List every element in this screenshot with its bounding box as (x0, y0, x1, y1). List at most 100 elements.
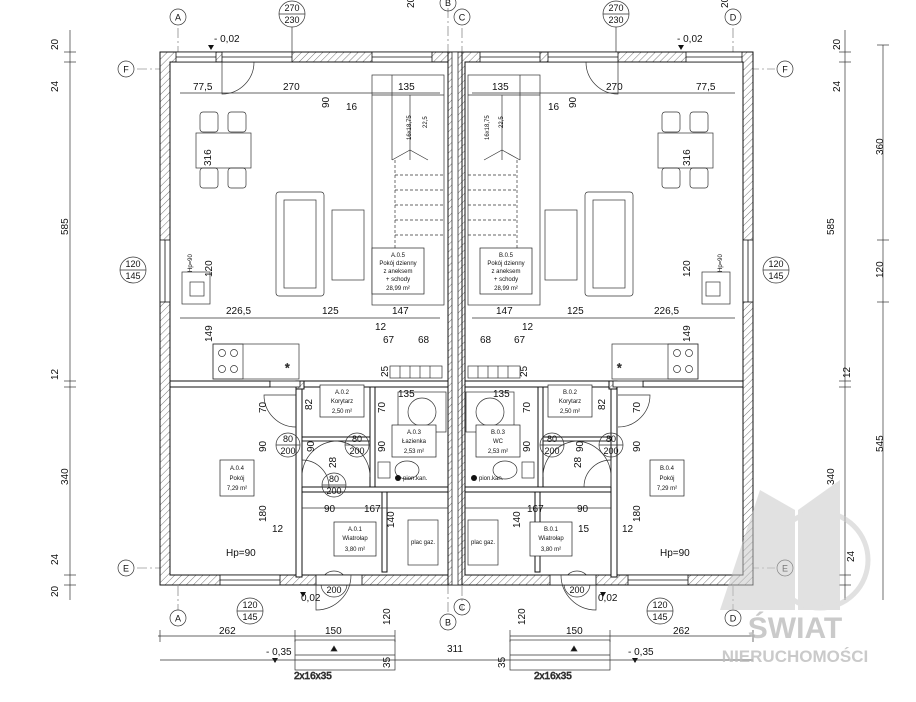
dim-left-20a: 20 (50, 38, 61, 50)
svg-text:B.0.5: B.0.5 (499, 253, 514, 259)
dim-90-r3: 90 (575, 440, 586, 452)
dim-12-r: 12 (522, 322, 534, 333)
svg-text:D: D (730, 13, 737, 23)
dim-147-right: 147 (496, 306, 513, 317)
dim-16-right: 16 (548, 102, 560, 113)
dimension-chain-right (839, 30, 889, 600)
svg-text:270: 270 (284, 3, 299, 13)
svg-text:80: 80 (606, 434, 616, 444)
grid-bubble-b-top: B (439, 0, 457, 12)
dim-70-r2: 70 (632, 401, 643, 413)
stair-22-right: 22,5 (499, 116, 505, 128)
door-bubble-2: 80 200 (344, 432, 370, 458)
sink-right (701, 271, 731, 305)
dim-90-r2: 90 (522, 440, 533, 452)
svg-text:Łazienka: Łazienka (402, 439, 427, 445)
grid-bubble-c-bottom: C (453, 598, 471, 616)
room-label-a03: A.0.3 Łazienka 2,53 m² (391, 424, 437, 458)
dim-90-l1: 90 (321, 96, 332, 108)
svg-text:Wiatrołap: Wiatrołap (342, 536, 368, 542)
door-bubble-1: 80 200 (275, 432, 301, 458)
dim-left-20b: 20 (50, 585, 61, 597)
svg-text:E: E (123, 564, 129, 574)
interior-door-swings (263, 394, 651, 488)
svg-text:Pokój: Pokój (229, 476, 244, 482)
svg-text:0,02: 0,02 (301, 593, 321, 604)
svg-text:80: 80 (352, 434, 362, 444)
level-marker-bottom-right: 0,02 (598, 592, 618, 604)
grid-bubble-d-top: D (724, 8, 742, 26)
dim-149-l: 149 (204, 325, 215, 342)
dim-135-left: 135 (398, 82, 415, 93)
room-label-a01: A.0.1 Wiatrołap 3,80 m² (333, 521, 377, 557)
dim-12-r2: 12 (622, 524, 634, 535)
dim-150-right: 150 (566, 626, 583, 637)
grid-bubble-c-top: C (453, 8, 471, 26)
svg-text:Pokój: Pokój (659, 476, 674, 482)
side-window-bubble-left: 120 145 (119, 256, 147, 284)
dim-77-left: 77,5 (193, 82, 213, 93)
dim-135-right: 135 (492, 82, 509, 93)
svg-text:A.0.3: A.0.3 (407, 430, 422, 436)
room-label-a05: A.0.5 Pokój dzienny z aneksem + schody 2… (371, 247, 425, 295)
stair-22-left: 22,5 (423, 116, 429, 128)
svg-text:Wiatrołap: Wiatrołap (538, 536, 564, 542)
svg-text:A.0.5: A.0.5 (391, 253, 406, 259)
dim-226-left: 226,5 (226, 306, 251, 317)
svg-text:28,99 m²: 28,99 m² (386, 286, 410, 292)
brand-title: ŚWIAT (748, 611, 842, 645)
svg-text:200: 200 (603, 446, 618, 456)
grid-bubble-e-left: E (117, 559, 135, 577)
svg-text:- 0,02: - 0,02 (677, 34, 703, 45)
svg-text:80: 80 (329, 474, 339, 484)
dim-right-340: 340 (826, 468, 837, 485)
hp-bottom-left: Hp=90 (226, 548, 256, 559)
top-dim-20b: 20 (720, 0, 731, 8)
dim-67-l: 67 (383, 335, 395, 346)
window-bubble-top-right: 270 230 (602, 0, 630, 58)
external-steps-right: 2x16x35 (509, 639, 611, 682)
building-icon: ŚWIAT NIERUCHOMOŚCI (720, 480, 871, 666)
svg-text:A.0.1: A.0.1 (348, 527, 363, 533)
svg-text:3,80 m²: 3,80 m² (345, 547, 365, 553)
dim-167-r: 167 (527, 504, 544, 515)
svg-text:120: 120 (125, 259, 140, 269)
svg-text:Pokój dzienny: Pokój dzienny (379, 261, 416, 267)
sofa-right (544, 191, 634, 297)
level-marker-ext-left: - 0,35 (266, 647, 292, 663)
door-bubble-5: 80 200 (598, 432, 624, 458)
dim-90-l4: 90 (377, 440, 388, 452)
radiators (389, 365, 521, 379)
level-marker-top-right: - 0,02 (677, 34, 703, 50)
dim-25-l: 25 (380, 365, 391, 377)
window-bubble-bottom-left: 120 145 (236, 597, 264, 625)
dim-135-r2: 135 (493, 389, 510, 400)
hp-left-side: Hp=90 (188, 253, 194, 272)
hatched-columns (269, 380, 644, 390)
dim-262-left: 262 (219, 626, 236, 637)
kitchen-counter-left: * (212, 343, 300, 380)
hp-bottom-right: Hp=90 (660, 548, 690, 559)
svg-text:200: 200 (349, 446, 364, 456)
svg-text:28,99 m²: 28,99 m² (494, 286, 518, 292)
svg-text:230: 230 (284, 15, 299, 25)
dim-90-l5: 90 (324, 504, 336, 515)
side-windows (159, 239, 754, 303)
room-label-b04: B.0.4 Pokój 7,29 m² (649, 459, 685, 497)
dim-16-left: 16 (346, 102, 358, 113)
pion-kan-right: pion.kan. (471, 475, 504, 482)
svg-text:80: 80 (283, 434, 293, 444)
svg-text:*: * (617, 361, 622, 375)
dim-150-left: 150 (325, 626, 342, 637)
hp-right-side: Hp=90 (718, 253, 724, 272)
dim-70-l2: 70 (377, 401, 388, 413)
svg-text:z aneksem: z aneksem (491, 269, 520, 275)
svg-text:Korytarz: Korytarz (331, 399, 353, 405)
dim-82-l: 82 (304, 398, 315, 410)
level-marker-top-left: - 0,02 (208, 34, 240, 50)
svg-text:200: 200 (326, 486, 341, 496)
svg-text:A.0.4: A.0.4 (230, 466, 245, 472)
dim-120-bl: 120 (382, 608, 393, 625)
svg-text:- 0,02: - 0,02 (214, 34, 240, 45)
